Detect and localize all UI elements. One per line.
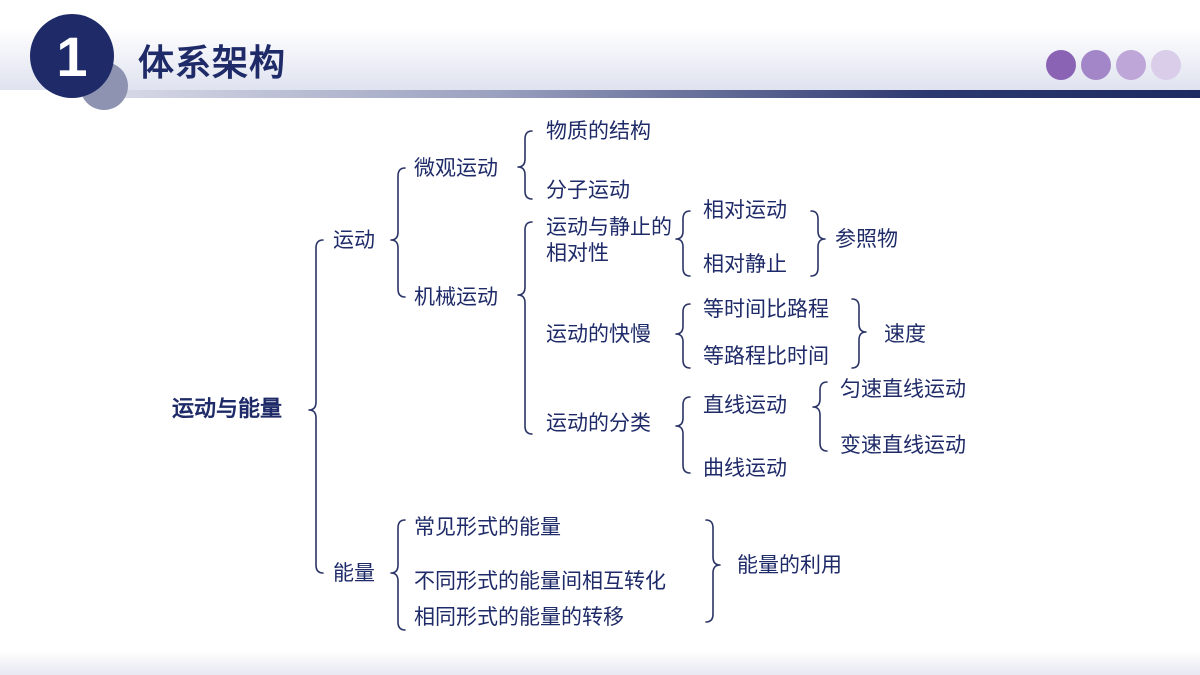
brace-linear: [812, 381, 828, 452]
node-forms: 常见形式的能量: [414, 515, 561, 539]
node-same-time: 等时间比路程: [703, 297, 829, 321]
brace-mechanical: [517, 221, 533, 435]
node-structure: 物质的结构: [546, 119, 651, 143]
brace-speed-group: [675, 303, 691, 369]
node-energy: 能量: [333, 561, 375, 585]
decorative-dot-2: [1081, 50, 1111, 80]
node-linear: 直线运动: [703, 393, 787, 417]
header-divider: [120, 90, 1200, 98]
brace-utilization: [705, 519, 721, 623]
node-root: 运动与能量: [172, 397, 283, 422]
node-relative-rest: 相对静止: [703, 252, 787, 276]
node-same-distance: 等路程比时间: [703, 344, 829, 368]
decorative-dot-1: [1046, 50, 1076, 80]
node-reference: 参照物: [835, 227, 898, 251]
node-speed: 速度: [884, 322, 926, 346]
node-motion: 运动: [333, 228, 375, 252]
brace-energy: [390, 519, 406, 631]
brace-speed: [851, 298, 867, 369]
node-molecular: 分子运动: [546, 178, 630, 202]
node-variable: 变速直线运动: [840, 433, 966, 457]
decorative-dot-3: [1116, 50, 1146, 80]
node-uniform: 匀速直线运动: [840, 377, 966, 401]
footer-band: [0, 652, 1200, 675]
page-title: 体系架构: [138, 43, 287, 84]
node-classification: 运动的分类: [546, 411, 651, 435]
node-mechanical: 机械运动: [414, 285, 498, 309]
node-relative-motion: 相对运动: [703, 198, 787, 222]
brace-reference: [810, 210, 826, 277]
header-band: [0, 28, 1200, 90]
section-number-badge: 1: [30, 14, 114, 98]
node-speed-group: 运动的快慢: [546, 322, 651, 346]
node-relativity: 运动与静止的相对性: [546, 215, 672, 265]
brace-micro: [517, 130, 533, 200]
brace-relativity: [675, 210, 691, 277]
brace-classification: [675, 396, 691, 474]
decorative-dot-4: [1151, 50, 1181, 80]
brace-motion: [390, 167, 406, 298]
node-utilization: 能量的利用: [737, 553, 842, 577]
brace-root: [308, 239, 324, 574]
node-curvilinear: 曲线运动: [703, 456, 787, 480]
node-conversion: 不同形式的能量间相互转化: [414, 569, 666, 593]
node-micro: 微观运动: [414, 156, 498, 180]
node-transfer: 相同形式的能量的转移: [414, 605, 624, 629]
